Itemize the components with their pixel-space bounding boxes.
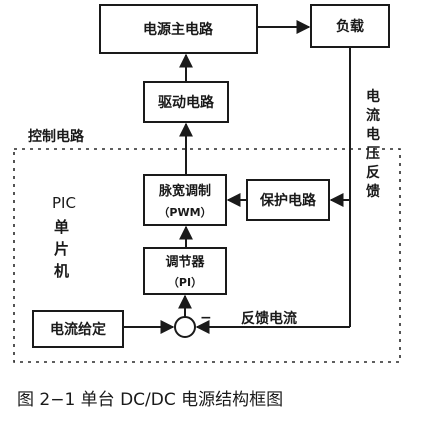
load-label: 负载: [336, 18, 364, 35]
current-setpoint-label: 电流给定: [50, 321, 106, 338]
mcu-char-1: 单: [54, 218, 69, 236]
driver-block: 驱动电路: [143, 81, 229, 123]
load-block: 负载: [310, 4, 390, 48]
current-setpoint-block: 电流给定: [32, 310, 124, 348]
mcu-char-2: 片: [54, 240, 69, 258]
feedback-char-2: 流: [366, 107, 380, 124]
protection-block: 保护电路: [246, 179, 330, 221]
pic-label: PIC: [52, 194, 76, 212]
feedback-current-label: 反馈电流: [241, 310, 297, 327]
driver-label: 驱动电路: [158, 94, 215, 111]
main-power-label: 电源主电路: [143, 21, 214, 38]
summing-minus-sign: −: [200, 310, 212, 326]
protection-label: 保护电路: [259, 192, 317, 209]
feedback-vertical-label: 电 流 电 压 反 馈: [366, 88, 380, 200]
feedback-char-5: 反: [366, 164, 380, 181]
main-power-block: 电源主电路: [99, 4, 258, 54]
regulator-label-line1: 调节器: [165, 254, 205, 270]
pwm-label-line1: 脉宽调制: [158, 183, 211, 199]
mcu-char-3: 机: [54, 262, 69, 280]
figure-caption: 图 2−1 单台 DC/DC 电源结构框图: [17, 390, 283, 410]
feedback-char-1: 电: [366, 88, 380, 105]
pwm-label-line2: （PWM）: [158, 206, 211, 219]
pwm-block: 脉宽调制 （PWM）: [143, 174, 227, 226]
control-circuit-boundary: [13, 148, 401, 363]
feedback-char-3: 电: [366, 126, 380, 143]
control-circuit-label: 控制电路: [28, 128, 85, 145]
feedback-char-4: 压: [366, 146, 380, 162]
regulator-label-line2: （PI）: [168, 276, 202, 289]
feedback-char-6: 馈: [366, 183, 380, 200]
summing-junction: [174, 316, 196, 338]
regulator-block: 调节器 （PI）: [143, 247, 227, 295]
